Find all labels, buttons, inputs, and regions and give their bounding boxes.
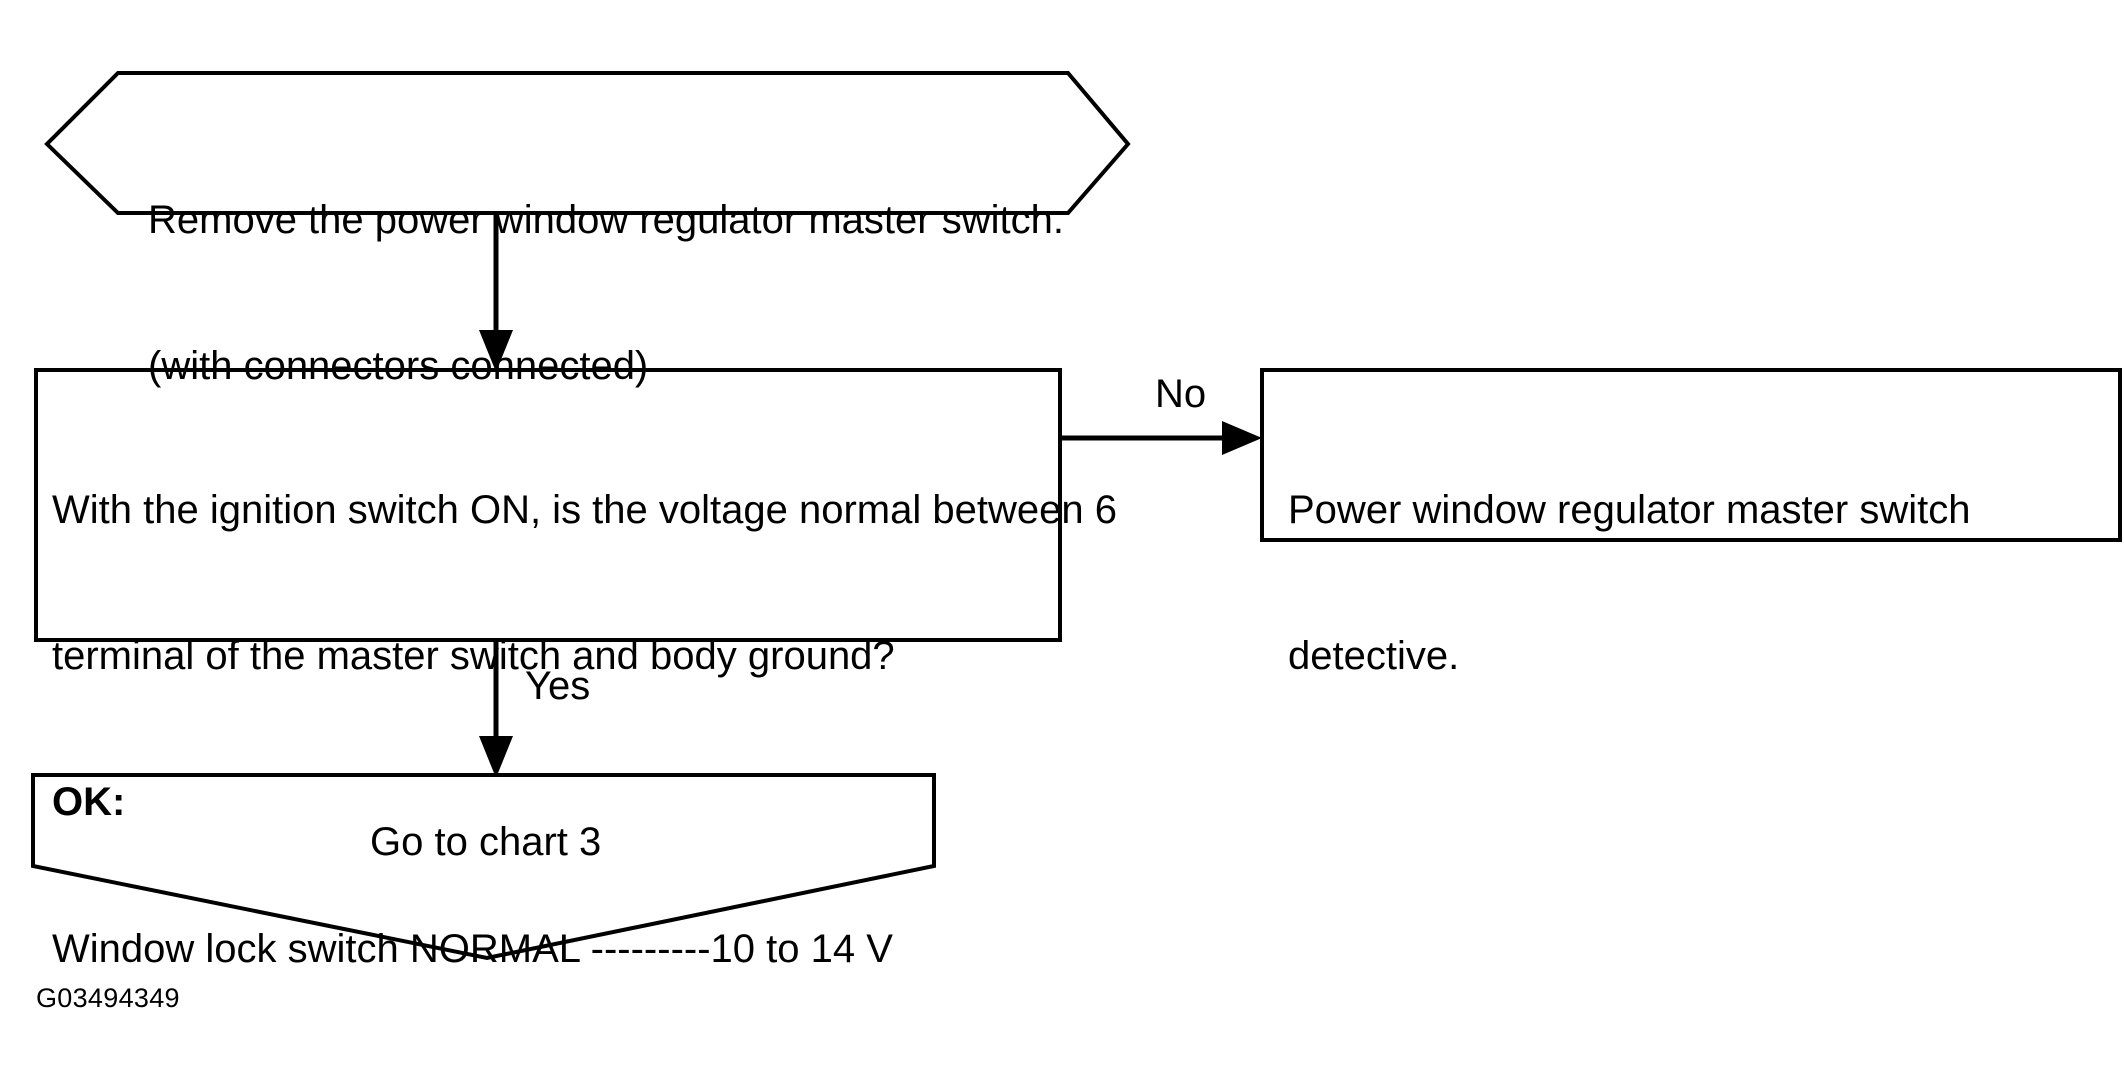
decision-node-text: With the ignition switch ON, is the volt… — [52, 388, 1117, 1078]
outcome-node-text: Power window regulator master switch det… — [1288, 388, 1970, 778]
start-node-line-1: Remove the power window regulator master… — [148, 197, 1064, 242]
decision-spec-2-dashes: ------------ — [530, 1073, 690, 1078]
decision-spec-row-1: Window lock switch NORMAL ---------10 to… — [52, 925, 1117, 974]
decision-spec-2-value: 0 V — [690, 1073, 750, 1078]
decision-spec-1-value: 10 to 14 V — [710, 926, 893, 971]
outcome-node-line-2: detective. — [1288, 633, 1460, 678]
start-node-text: Remove the power window regulator master… — [148, 98, 1064, 488]
edge-decision-to-terminator-arrowhead — [479, 736, 513, 778]
edge-label-yes: Yes — [525, 664, 591, 708]
start-node-line-2: (with connectors connected) — [148, 343, 649, 388]
decision-question-line-1: With the ignition switch ON, is the volt… — [52, 487, 1117, 532]
decision-spec-1-dashes: --------- — [590, 926, 711, 971]
edge-start-to-decision-arrowhead — [479, 330, 513, 372]
decision-node-rectangle — [34, 368, 1062, 642]
decision-spec-2-name: Window lock switch LOCK — [52, 1073, 530, 1078]
decision-spec-1-name: Window lock switch NORMAL — [52, 926, 591, 971]
edge-label-no: No — [1155, 372, 1207, 416]
outcome-node-rectangle — [1260, 368, 2122, 542]
terminator-node-label: Go to chart 3 — [370, 820, 602, 864]
decision-ok-label: OK: — [52, 780, 126, 825]
start-node-hexagon — [44, 71, 1131, 215]
decision-spec-row-2: Window lock switch LOCK ------------0 V — [52, 1071, 1117, 1078]
outcome-node-line-1: Power window regulator master switch — [1288, 487, 1971, 532]
terminator-node-pentagon — [31, 773, 936, 961]
decision-question-line-2: terminal of the master switch and body g… — [52, 633, 895, 678]
edge-decision-to-outcome-arrowhead — [1222, 421, 1262, 455]
figure-code-label: G03494349 — [36, 983, 180, 1013]
